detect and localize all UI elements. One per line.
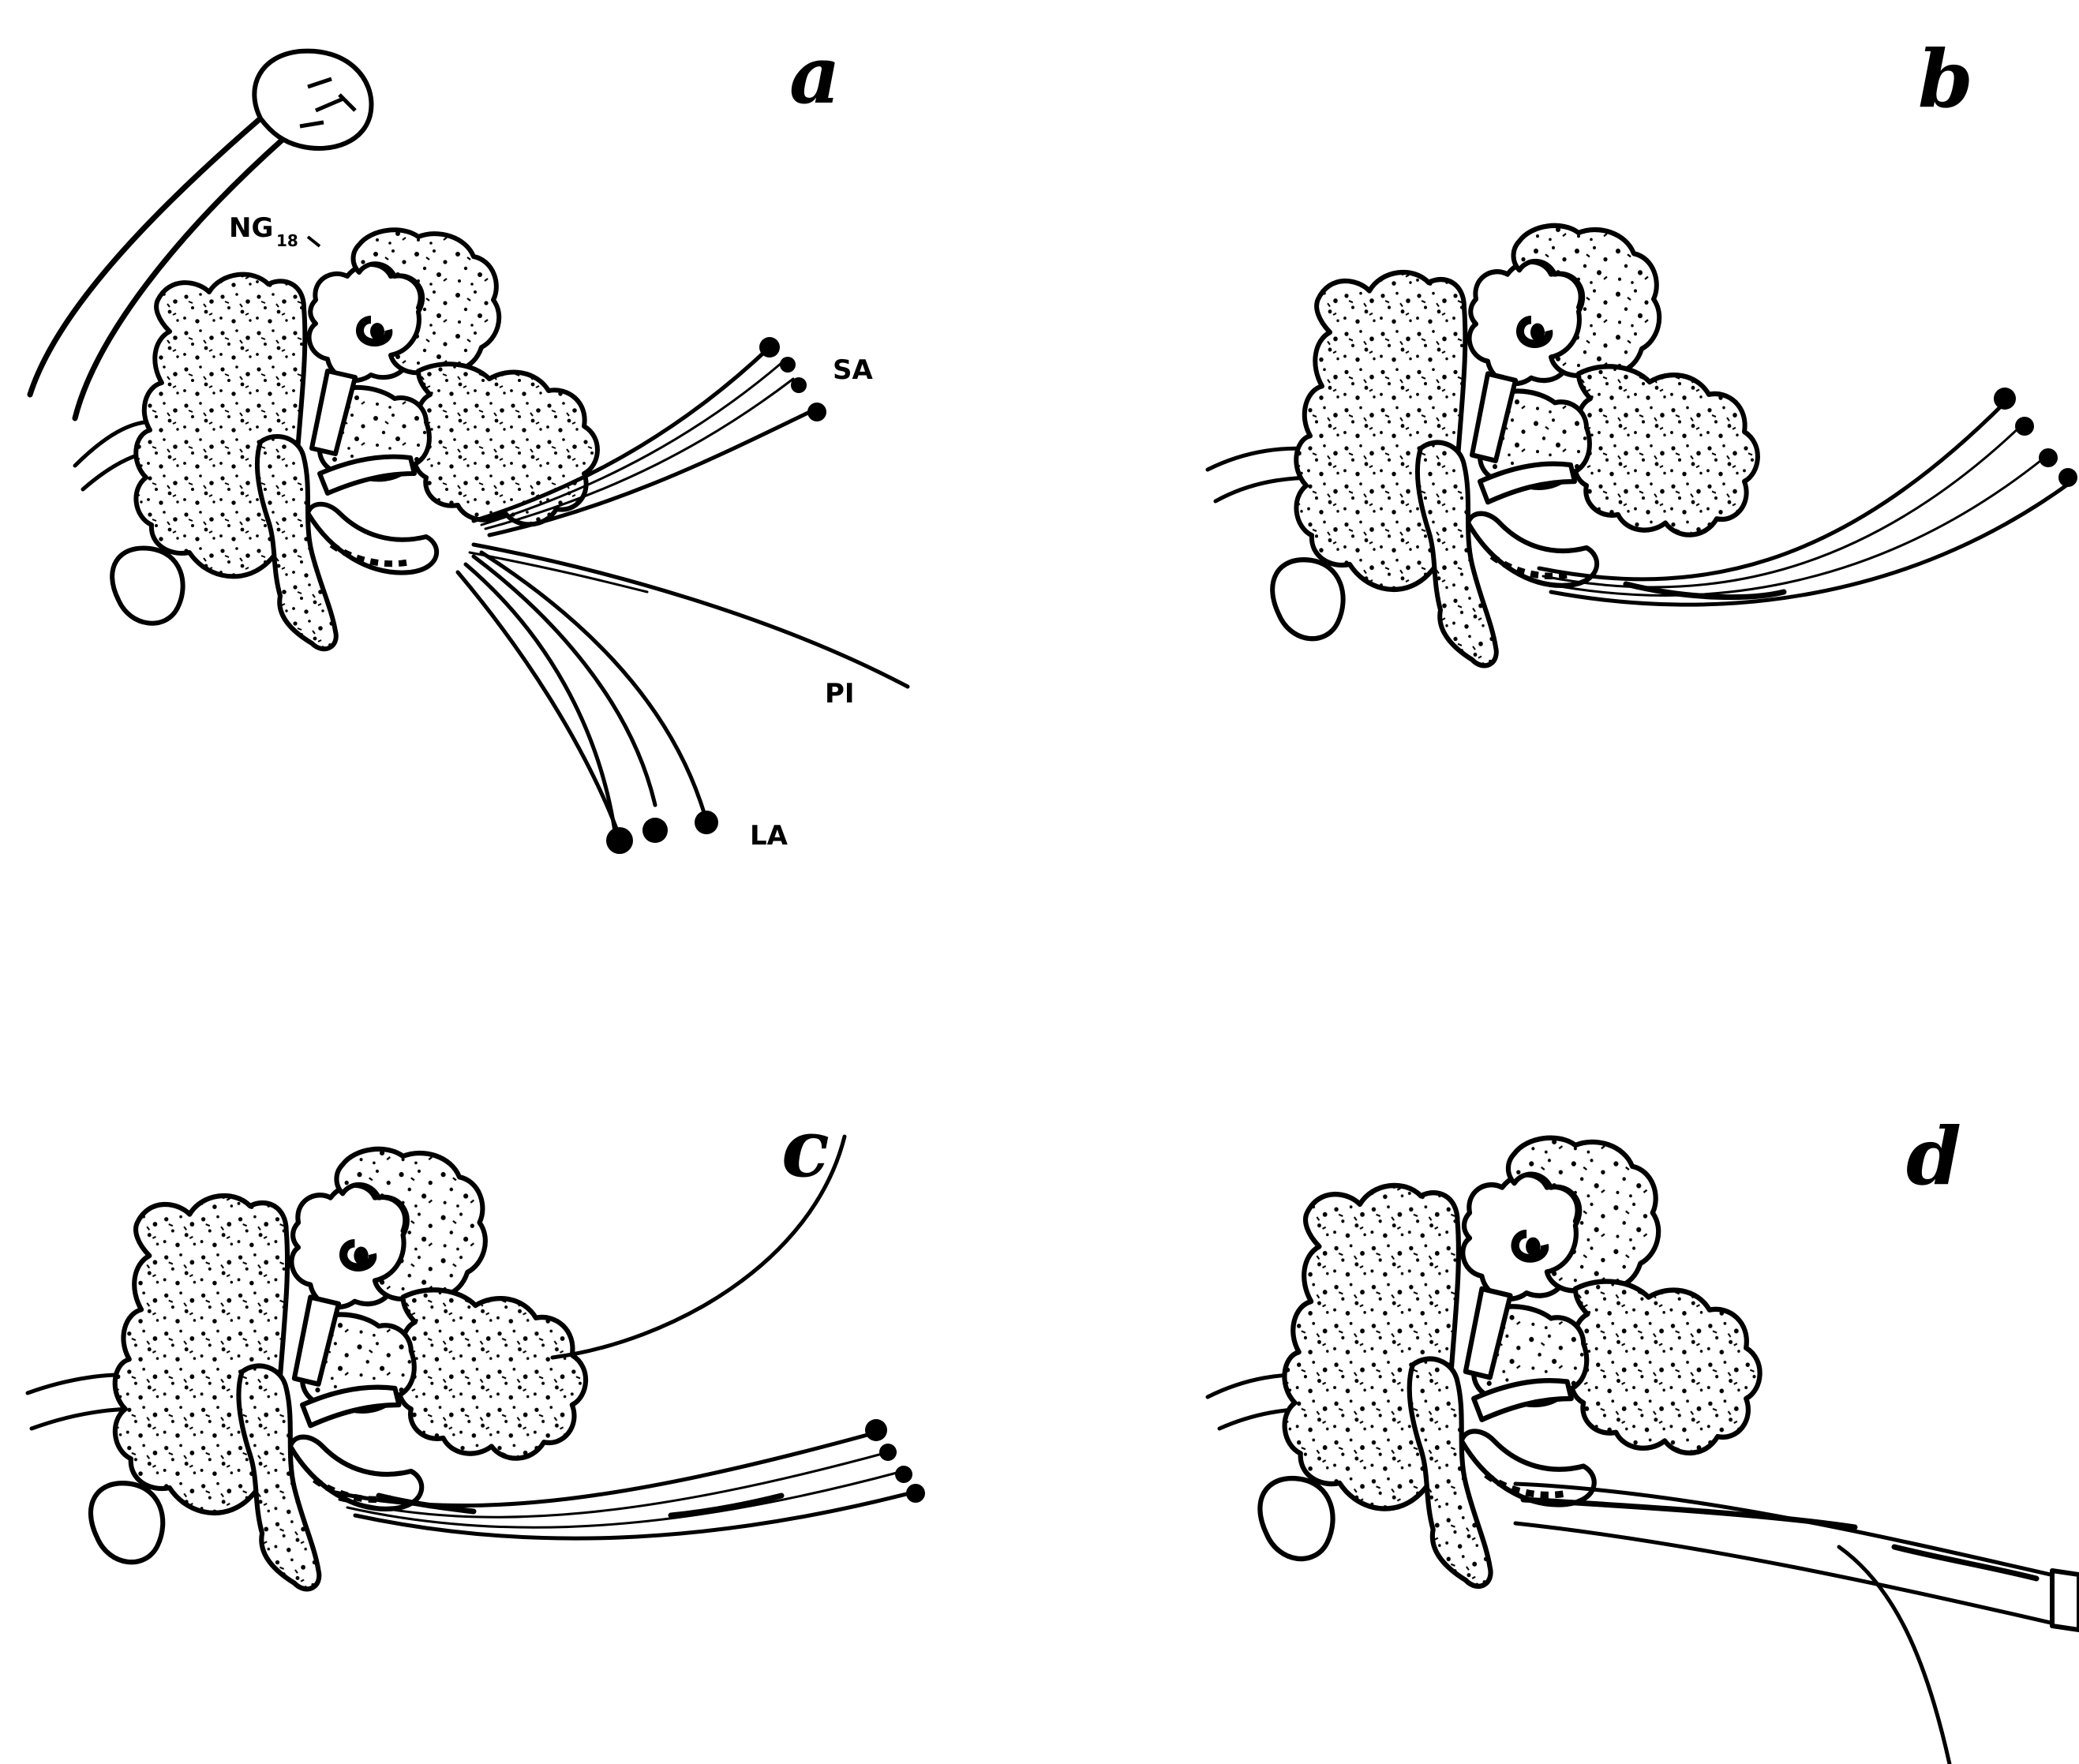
panel-letter-c: c (781, 1102, 830, 1195)
label-sa: SA (833, 354, 873, 386)
panel-letter-d: d (1906, 1110, 1961, 1203)
la-nerve-bundle (458, 552, 718, 854)
ganglion-d (1260, 1138, 1759, 1586)
panel-b: b (1208, 32, 2077, 665)
label-ng: NG (229, 212, 273, 244)
panel-c: c (28, 1102, 925, 1589)
label-la: LA (750, 820, 789, 852)
panel-letter-a: a (789, 28, 841, 122)
ganglion-a (112, 230, 597, 649)
label-ng-subscript: 18 (276, 231, 298, 250)
nerve-bundle-d (1515, 1484, 2079, 1630)
ganglion-c (91, 1149, 586, 1589)
panel-letter-b: b (1918, 32, 1973, 125)
panel-a: a (30, 28, 908, 854)
ganglion-b (1272, 226, 1758, 665)
label-pi: PI (825, 678, 855, 710)
panel-d: d (1208, 1110, 2079, 1764)
